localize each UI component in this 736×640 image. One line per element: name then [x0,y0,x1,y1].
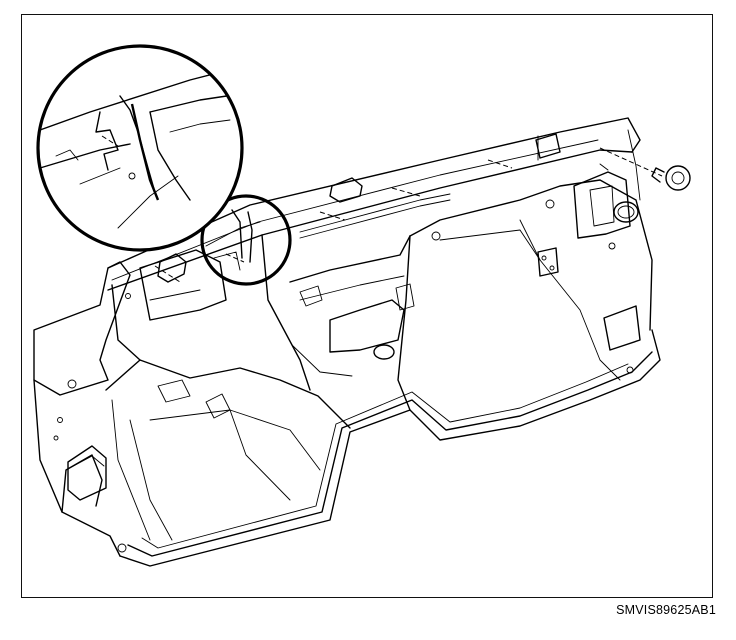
instrument-panel-body [33,117,663,567]
illustration-frame [21,14,713,598]
push-pin-fastener [651,165,691,191]
figure-code: SMVIS89625AB1 [616,603,716,617]
detail-view [36,44,244,252]
callout-circle-small [200,194,292,286]
